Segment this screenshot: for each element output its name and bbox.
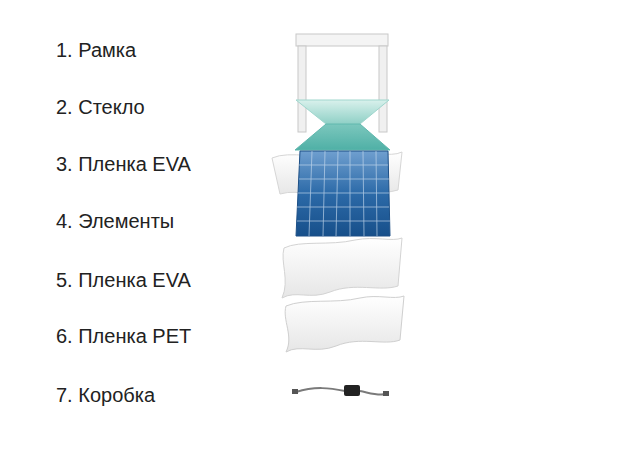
part-label: 7. Коробка [56, 383, 155, 407]
glass [295, 100, 390, 150]
part-label: 6. Пленка PET [56, 324, 191, 348]
part-label: 1. Рамка [56, 38, 136, 62]
eva-film [282, 238, 402, 298]
pet-film [285, 296, 404, 352]
part-label: 5. Пленка EVA [56, 268, 191, 292]
frame [296, 34, 388, 132]
part-label: 3. Пленка EVA [56, 152, 191, 176]
junction-box [292, 385, 389, 396]
solar-cells [296, 151, 390, 236]
part-label: 2. Стекло [56, 95, 145, 119]
part-label: 4. Элементы [56, 209, 174, 233]
